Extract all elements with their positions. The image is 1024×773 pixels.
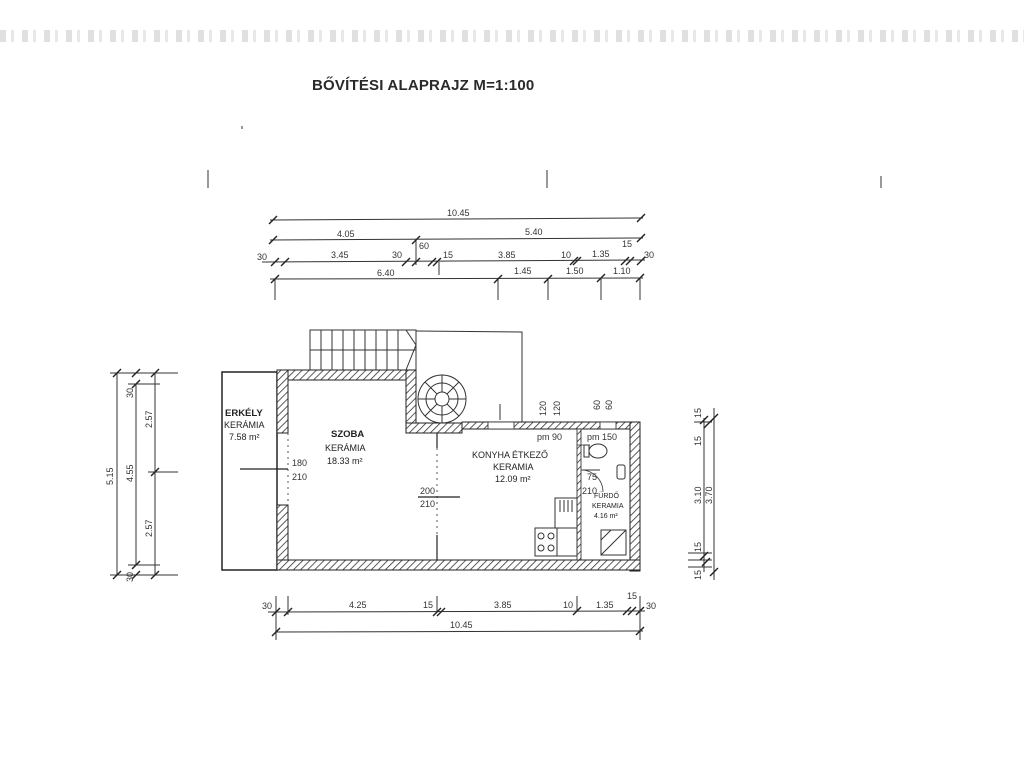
bathroom-fixtures <box>583 443 627 556</box>
dim-label: 1.35 <box>596 600 614 610</box>
kitchen-appliances <box>534 497 578 557</box>
bottom-dimension-lines <box>267 596 646 640</box>
shower <box>600 529 627 556</box>
dim-label: 30 <box>646 601 656 611</box>
bath-door-height: 210 <box>582 486 597 496</box>
room-area-konyha: 12.09 m² <box>495 474 531 484</box>
dim-label: 3.10 <box>693 486 703 504</box>
dim-label: 2.57 <box>144 410 154 428</box>
dim-label: 15 <box>693 408 703 418</box>
room-name-erkely: ERKÉLY <box>225 408 263 419</box>
kitchen-window-width: 120 <box>538 401 548 416</box>
room-name-furdo: FÜRDŐ <box>594 491 619 500</box>
kitchen-door-width: 200 <box>420 486 435 496</box>
dim-label: 1.10 <box>613 266 631 276</box>
bath-window-width: 60 <box>592 400 602 410</box>
dim-label: 15 <box>627 591 637 601</box>
walls <box>276 369 641 572</box>
room-area-furdo: 4.16 m² <box>594 513 618 520</box>
dim-label: 1.35 <box>592 249 610 259</box>
dim-label: 4.25 <box>349 600 367 610</box>
top-dimension-ticks <box>268 213 646 284</box>
dim-label: 10 <box>563 600 573 610</box>
dim-label: 30 <box>392 250 402 260</box>
scan-noise <box>0 30 1024 42</box>
dim-left-4-55: 4.55 <box>125 464 135 482</box>
spiral-stair <box>417 374 467 424</box>
dim-label: 10 <box>561 250 571 260</box>
bath-window <box>599 421 617 430</box>
dim-left-5-15: 5.15 <box>105 467 115 485</box>
balcony-outline <box>221 371 278 571</box>
terrace-outline <box>415 330 523 425</box>
dim-top-5-40: 5.40 <box>525 227 543 237</box>
sink <box>554 497 578 529</box>
dim-label: 1.50 <box>566 266 584 276</box>
room-name-szoba: SZOBA <box>331 429 364 440</box>
kitchen-window-height: 120 <box>552 401 562 416</box>
balcony-door-height: 210 <box>292 472 307 482</box>
scan-marks <box>207 126 882 188</box>
dim-label: 2.57 <box>144 519 154 537</box>
drawing-title: BŐVÍTÉSI ALAPRAJZ M=1:100 <box>312 77 535 94</box>
kitchen-window <box>487 421 515 430</box>
dim-label: 3.70 <box>704 486 714 504</box>
dim-label: 15 <box>693 436 703 446</box>
dim-label: 30 <box>644 250 654 260</box>
bath-parapet-height: pm 150 <box>587 432 617 442</box>
dim-label: 30 <box>262 601 272 611</box>
dim-top-4-05: 4.05 <box>337 229 355 239</box>
dim-label: 15 <box>423 600 433 610</box>
dim-label: 15 <box>693 542 703 552</box>
room-floor-konyha: KERAMIA <box>493 462 534 472</box>
room-floor-furdo: KERAMIA <box>592 503 624 510</box>
dim-label: 15 <box>622 239 632 249</box>
top-dimension-lines <box>261 217 646 300</box>
room-area-szoba: 18.33 m² <box>327 456 363 466</box>
dim-label: 15 <box>443 250 453 260</box>
dim-label: 6.40 <box>377 268 395 278</box>
dim-label: 15 <box>693 570 703 580</box>
dim-label: 30 <box>257 252 267 262</box>
kitchen-door-height: 210 <box>420 499 435 509</box>
toilet <box>588 443 608 459</box>
kitchen-parapet-height: pm 90 <box>537 432 562 442</box>
washbasin <box>616 464 626 480</box>
left-dimension-lines <box>110 372 178 576</box>
balcony-door-width: 180 <box>292 458 307 468</box>
room-floor-erkely: KERÁMIA <box>224 420 265 430</box>
dim-label: 3.85 <box>498 250 516 260</box>
bath-door-swing <box>580 469 604 493</box>
straight-stair <box>309 329 417 371</box>
dim-label: 3.45 <box>331 250 349 260</box>
dim-label: 1.45 <box>514 266 532 276</box>
stove <box>534 527 558 557</box>
room-area-erkely: 7.58 m² <box>229 432 260 442</box>
dim-total-bottom: 10.45 <box>450 620 473 630</box>
dim-label: 3.85 <box>494 600 512 610</box>
room-name-konyha: KONYHA ÉTKEZŐ <box>472 450 548 460</box>
dim-label: 30 <box>125 572 135 582</box>
dim-label: 30 <box>125 388 135 398</box>
bath-window-height: 60 <box>604 400 614 410</box>
dim-label: 60 <box>419 241 429 251</box>
bath-partition <box>576 428 582 561</box>
dim-total-top: 10.45 <box>447 208 470 218</box>
room-floor-szoba: KERÁMIA <box>325 443 366 453</box>
bath-door-width: 75 <box>587 472 597 482</box>
